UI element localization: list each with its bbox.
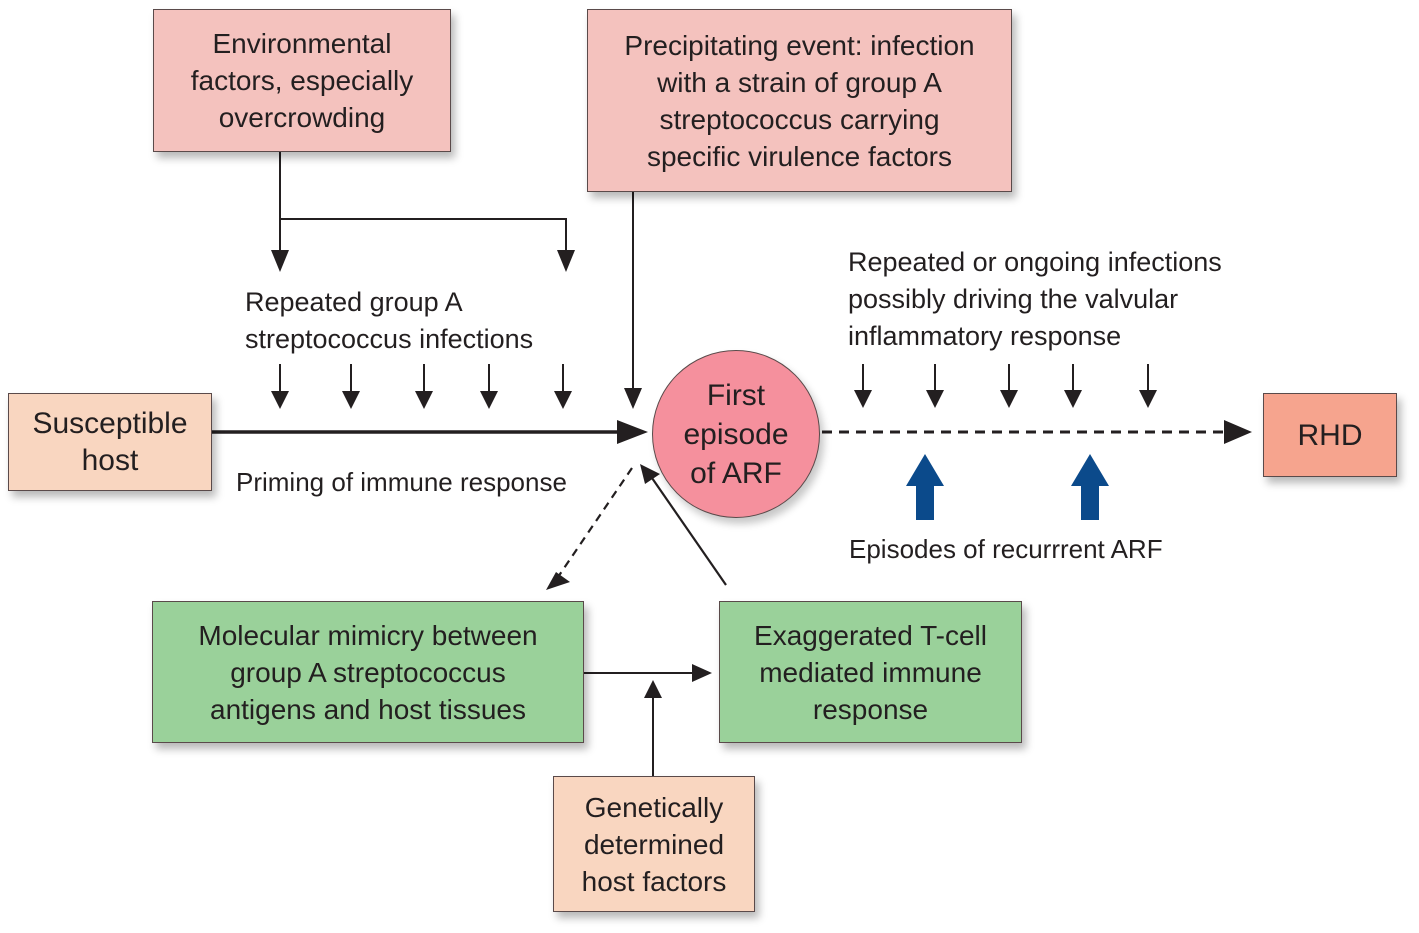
arrowhead-precipitating: [624, 388, 642, 409]
repeated-ongoing-line: inflammatory response: [848, 321, 1122, 351]
rhd-label: RHD: [1297, 418, 1363, 452]
precipitating-line: streptococcus carrying: [659, 103, 940, 135]
susceptible-host-line: Susceptible: [32, 407, 188, 440]
tcell-line: mediated immune: [759, 656, 982, 688]
repeated-ongoing-line: Repeated or ongoing infections: [848, 247, 1222, 277]
rhd-box: RHD: [1263, 393, 1397, 477]
arrowhead-mimicry: [546, 572, 570, 590]
repeated-group-a-line: Repeated group A: [245, 287, 463, 317]
repeated-group-a-line: streptococcus infections: [245, 324, 534, 354]
susceptible-host-line: host: [81, 444, 139, 477]
molecular-mimicry-box: Molecular mimicry between group A strept…: [152, 601, 584, 743]
priming-label: Priming of immune response: [236, 467, 567, 497]
recurrence-arrows: [906, 454, 1109, 520]
down-arrow-icon: [854, 364, 872, 408]
arrowhead-env-right: [557, 250, 575, 272]
genetic-line: Genetically: [584, 791, 724, 823]
infection-arrows-right: [854, 364, 1157, 408]
environmental-factors-box: Environmental factors, especially overcr…: [153, 9, 451, 152]
genetic-line: host factors: [581, 865, 727, 897]
down-arrow-icon: [1000, 364, 1018, 408]
susceptible-host-box: Susceptible host: [8, 393, 212, 491]
down-arrow-icon: [554, 364, 572, 409]
environmental-line: overcrowding: [218, 102, 386, 133]
first-episode-arf-node: First episode of ARF: [652, 350, 820, 518]
down-arrow-icon: [480, 364, 498, 409]
repeated-ongoing-label: Repeated or ongoing infections possibly …: [848, 244, 1222, 355]
molecular-mimicry-line: Molecular mimicry between: [198, 619, 538, 651]
infection-arrows-left: [271, 364, 572, 409]
dashed-to-mimicry: [555, 467, 633, 581]
down-arrow-icon: [271, 364, 289, 409]
arrowhead-genetic: [644, 680, 662, 698]
molecular-mimicry-line: group A streptococcus: [230, 656, 506, 688]
tcell-response-box: Exaggerated T-cell mediated immune respo…: [719, 601, 1022, 743]
down-arrow-icon: [342, 364, 360, 409]
environmental-line: Environmental: [212, 28, 392, 59]
tcell-line: response: [812, 693, 929, 725]
repeated-ongoing-line: possibly driving the valvular: [848, 284, 1179, 314]
arrowhead-tcell: [692, 664, 712, 682]
precipitating-line: with a strain of group A: [657, 66, 942, 98]
first-episode-line: First: [706, 378, 766, 412]
first-episode-line: episode: [683, 417, 789, 451]
tcell-line: Exaggerated T-cell: [754, 619, 987, 651]
thick-up-arrow-icon: [906, 454, 944, 520]
down-arrow-icon: [1064, 364, 1082, 408]
precipitating-event-box: Precipitating event: infection with a st…: [587, 9, 1012, 192]
environmental-line: factors, especially: [190, 65, 414, 96]
molecular-mimicry-line: antigens and host tissues: [210, 693, 526, 725]
arrowhead-tcell-up: [640, 464, 660, 484]
precipitating-line: specific virulence factors: [646, 140, 952, 172]
tcell-to-first-episode: [651, 477, 727, 586]
arrowhead-main: [617, 420, 648, 444]
thick-up-arrow-icon: [1071, 454, 1109, 520]
down-arrow-icon: [1139, 364, 1157, 408]
first-episode-line: of ARF: [690, 456, 782, 490]
arrowhead-env-left: [271, 250, 289, 272]
arrowhead-rhd: [1224, 420, 1252, 444]
genetic-host-factors-box: Genetically determined host factors: [553, 776, 755, 912]
down-arrow-icon: [415, 364, 433, 409]
precipitating-line: Precipitating event: infection: [624, 29, 975, 61]
repeated-group-a-label: Repeated group A streptococcus infection…: [245, 284, 533, 358]
environmental-to-repeated-arrows: [279, 152, 567, 252]
recurrent-arf-label: Episodes of recurrrent ARF: [849, 534, 1163, 564]
down-arrow-icon: [926, 364, 944, 408]
genetic-line: determined: [583, 828, 725, 860]
